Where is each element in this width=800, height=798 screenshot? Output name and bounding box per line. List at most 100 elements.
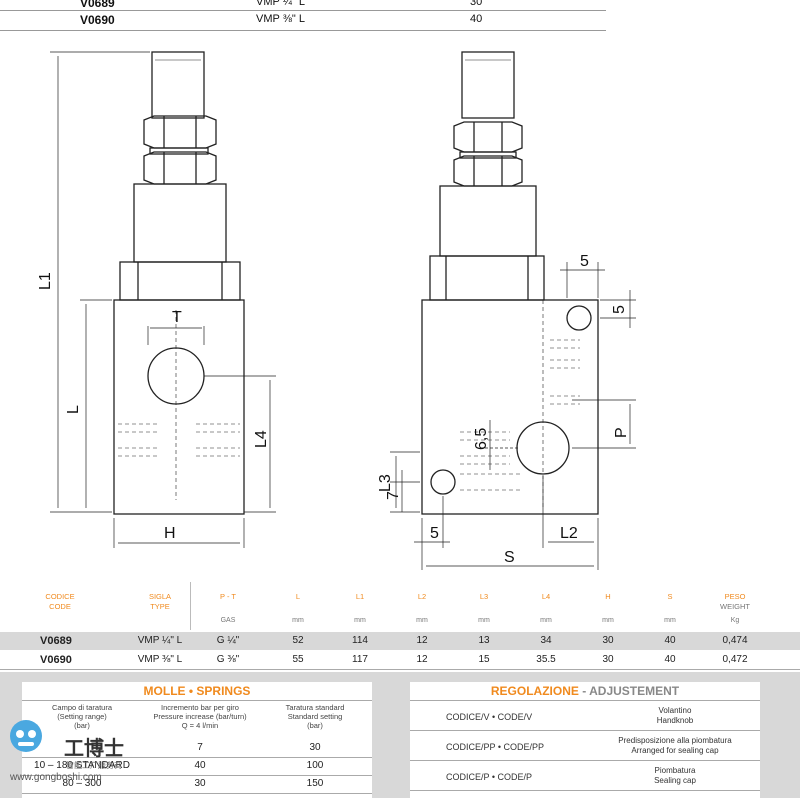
divider [410, 730, 760, 731]
table-cell: 35.5 [536, 654, 556, 665]
adjustment-title: REGOLAZIONE - ADJUSTEMENT [490, 684, 680, 698]
column-subheader: mm [292, 617, 304, 624]
springs-cell: 100 [306, 760, 324, 771]
adjustment-title-en: ADJUSTEMENT [589, 684, 680, 698]
top-type: VMP ⅜" L [256, 13, 305, 25]
adjustment-desc: Predisposizione alla piombatura Arranged… [618, 736, 732, 755]
column-unit: Kg [730, 617, 740, 624]
adjustment-desc: Volantino Handknob [656, 706, 694, 725]
top-table-row-2: V0690 VMP ⅜" L 40 [0, 13, 606, 31]
dim-L: L [65, 405, 82, 414]
top-code: V0690 [80, 13, 115, 27]
table-cell: 13 [478, 635, 490, 646]
column-subheader: CODE [49, 602, 71, 611]
column-header: L3 [479, 592, 489, 601]
column-header: S [667, 592, 673, 601]
divider [0, 10, 606, 11]
column-header: L1 [355, 592, 365, 601]
springs-col3: Taratura standard Standard setting (bar) [285, 703, 345, 730]
divider [410, 760, 760, 761]
column-header: L4 [541, 592, 551, 601]
springs-cell: 30 [194, 778, 206, 789]
dim-6-5: 6,5 [473, 428, 490, 450]
adjustment-code: CODICE/PP • CODE/PP [446, 742, 545, 752]
column-header: L [295, 592, 301, 601]
column-subheader: WEIGHT [720, 602, 750, 611]
table-cell: 40 [664, 654, 676, 665]
divider [22, 775, 372, 776]
table-cell: 0,472 [722, 654, 748, 665]
column-header: SIGLA [148, 592, 172, 601]
top-type: VMP ¼" L [256, 0, 305, 8]
adjustment-code: CODICE/P • CODE/P [446, 772, 533, 782]
dim-L4: L4 [253, 430, 270, 448]
dim-H: H [164, 525, 176, 542]
dim-5-top: 5 [580, 253, 589, 270]
table-cell: 0,474 [722, 635, 748, 646]
watermark-logo: 工博士 智能工厂服务商 www.gongboshi.com [6, 716, 156, 796]
table-cell: 30 [602, 654, 614, 665]
adjustment-desc: Piombatura Sealing cap [654, 766, 696, 785]
adjustment-code: CODICE/V • CODE/V [446, 712, 533, 722]
springs-title: MOLLE • SPRINGS [143, 684, 251, 698]
dim-T: T [172, 309, 182, 326]
springs-cell: 150 [306, 778, 324, 789]
top-value: 40 [470, 13, 483, 25]
divider [0, 30, 606, 31]
adjustment-title-it: REGOLAZIONE [490, 684, 579, 698]
table-cell: 15 [478, 654, 490, 665]
table-cell: 12 [416, 635, 428, 646]
column-header: H [605, 592, 611, 601]
dim-L3: L3 [377, 474, 394, 492]
divider [22, 793, 372, 794]
top-code: V0689 [80, 0, 115, 10]
table-cell: 117 [352, 654, 368, 665]
column-subheader: mm [540, 617, 552, 624]
technical-drawing: L1 L T L4 H 5 5 P 6,5 L3 7 5 L2 S [37, 51, 636, 570]
table-cell: 52 [292, 635, 304, 646]
table-cell: 34 [540, 635, 552, 646]
springs-col2: Incremento bar per giro Pressure increas… [153, 703, 247, 730]
column-subheader: TYPE [150, 602, 170, 611]
table-cell: 12 [416, 654, 428, 665]
springs-box: MOLLE • SPRINGS Campo di taratura (Setti… [22, 682, 372, 798]
top-table-row-1: V0689 VMP ¼" L 30 [0, 0, 606, 14]
column-header: PESO [724, 592, 746, 601]
table-cell: VMP ⅜" L [137, 654, 183, 665]
dim-5-bottom: 5 [430, 525, 439, 542]
table-cell: 114 [352, 635, 368, 646]
watermark-url: www.gongboshi.com [10, 772, 102, 783]
column-subheader: mm [602, 617, 614, 624]
table-cell: 30 [602, 635, 614, 646]
divider [410, 790, 760, 791]
table-cell: VMP ¼" L [137, 635, 183, 646]
column-header: CODICE [45, 592, 75, 601]
column-header: P - T [220, 592, 236, 601]
column-subheader: GAS [220, 617, 236, 624]
adjustment-box: REGOLAZIONE - ADJUSTEMENT CODICE/V • COD… [410, 682, 760, 798]
springs-col1: Campo di taratura (Setting range) (bar) [51, 703, 113, 730]
dim-5-side: 5 [611, 305, 628, 314]
column-subheader: mm [416, 617, 428, 624]
watermark-brand: 工博士 [64, 738, 124, 760]
dim-L2: L2 [560, 525, 578, 542]
watermark-sub: 智能工厂服务商 [66, 761, 122, 770]
column-header: L2 [417, 592, 427, 601]
column-subheader: mm [664, 617, 676, 624]
table-cell: G ⅜" [216, 654, 240, 665]
springs-title-en: SPRINGS [196, 684, 251, 698]
springs-cell: 30 [309, 742, 321, 753]
column-subheader: mm [478, 617, 490, 624]
table-cell: V0690 [40, 654, 72, 666]
table-cell: V0689 [40, 635, 72, 647]
springs-title-it: MOLLE [143, 684, 186, 698]
table-cell: G ¼" [216, 635, 240, 646]
dim-P: P [613, 427, 630, 438]
dim-7: 7 [385, 491, 402, 500]
dim-L1: L1 [37, 272, 54, 290]
robot-icon [10, 720, 42, 752]
springs-cell: 10 – 180 STANDARD [34, 760, 130, 771]
divider [22, 757, 372, 758]
